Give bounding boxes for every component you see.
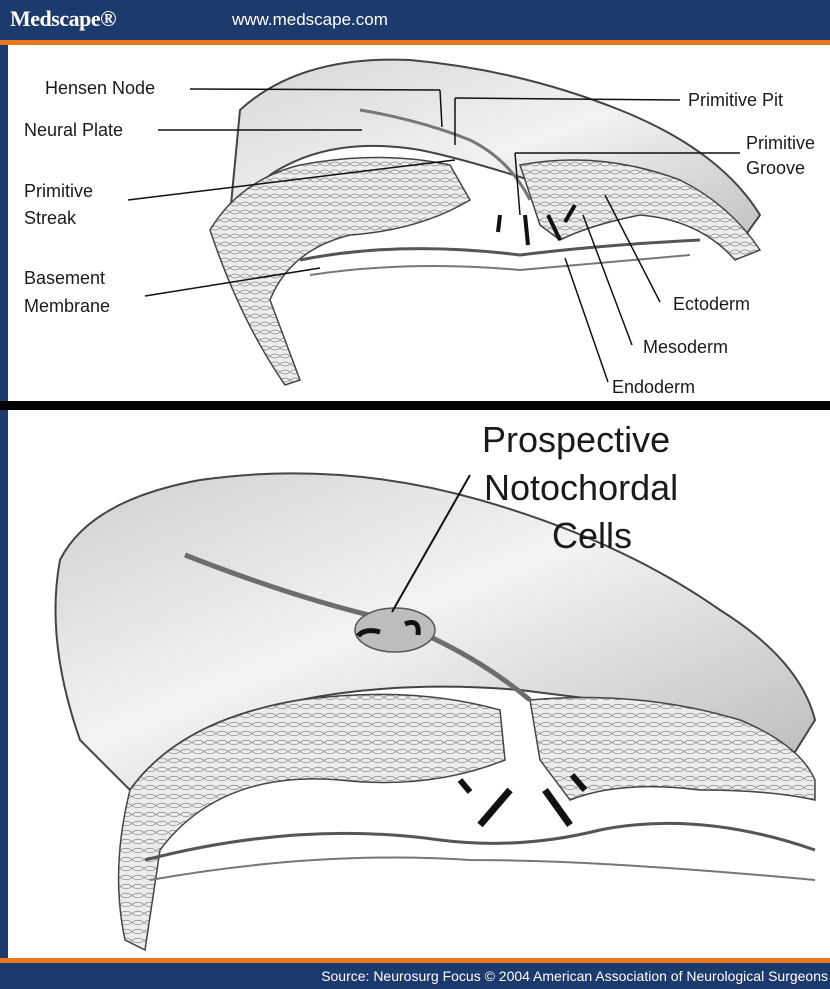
lower-layer [145,823,815,860]
brand-logo: Medscape® [10,6,116,32]
label-primitive-streak-line2: Streak [24,208,77,228]
label-notochordal-line3: Cells [552,515,632,556]
label-notochordal-line2: Notochordal [484,467,678,508]
bottom-illustration-panel: Prospective Notochordal Cells [8,410,830,960]
label-ectoderm: Ectoderm [673,294,750,314]
mesoderm-layer [310,255,690,275]
endoderm-fringe [150,858,815,881]
label-notochordal-line1: Prospective [482,419,670,460]
label-primitive-groove-line2: Groove [746,158,805,178]
label-mesoderm: Mesoderm [643,337,728,357]
leader-endoderm [565,258,608,382]
panel-divider [0,401,830,410]
lower-layer [300,240,700,260]
source-credit: Source: Neurosurg Focus © 2004 American … [321,968,828,984]
label-neural-plate: Neural Plate [24,120,123,140]
label-primitive-streak-line1: Primitive [24,181,93,201]
label-primitive-groove-line1: Primitive [746,133,815,153]
top-embryo-illustration: Hensen Node Neural Plate Primitive Strea… [8,45,830,401]
migration-arrow-1 [460,780,470,792]
migration-arrow-1 [498,215,500,232]
label-endoderm: Endoderm [612,377,695,397]
top-illustration-panel: Hensen Node Neural Plate Primitive Strea… [8,45,830,401]
header-bar: Medscape® www.medscape.com [0,0,830,40]
bottom-embryo-illustration: Prospective Notochordal Cells [8,410,830,960]
migration-arrow-2 [525,215,528,245]
label-hensen-node: Hensen Node [45,78,155,98]
label-basement-membrane-line2: Membrane [24,296,110,316]
footer-bar: Source: Neurosurg Focus © 2004 American … [0,963,830,989]
migration-arrow-2 [480,790,510,825]
left-border [0,45,8,958]
leader-hensen-node [190,89,440,90]
label-basement-membrane-line1: Basement [24,268,105,288]
brand-url[interactable]: www.medscape.com [232,10,388,30]
label-primitive-pit: Primitive Pit [688,90,783,110]
